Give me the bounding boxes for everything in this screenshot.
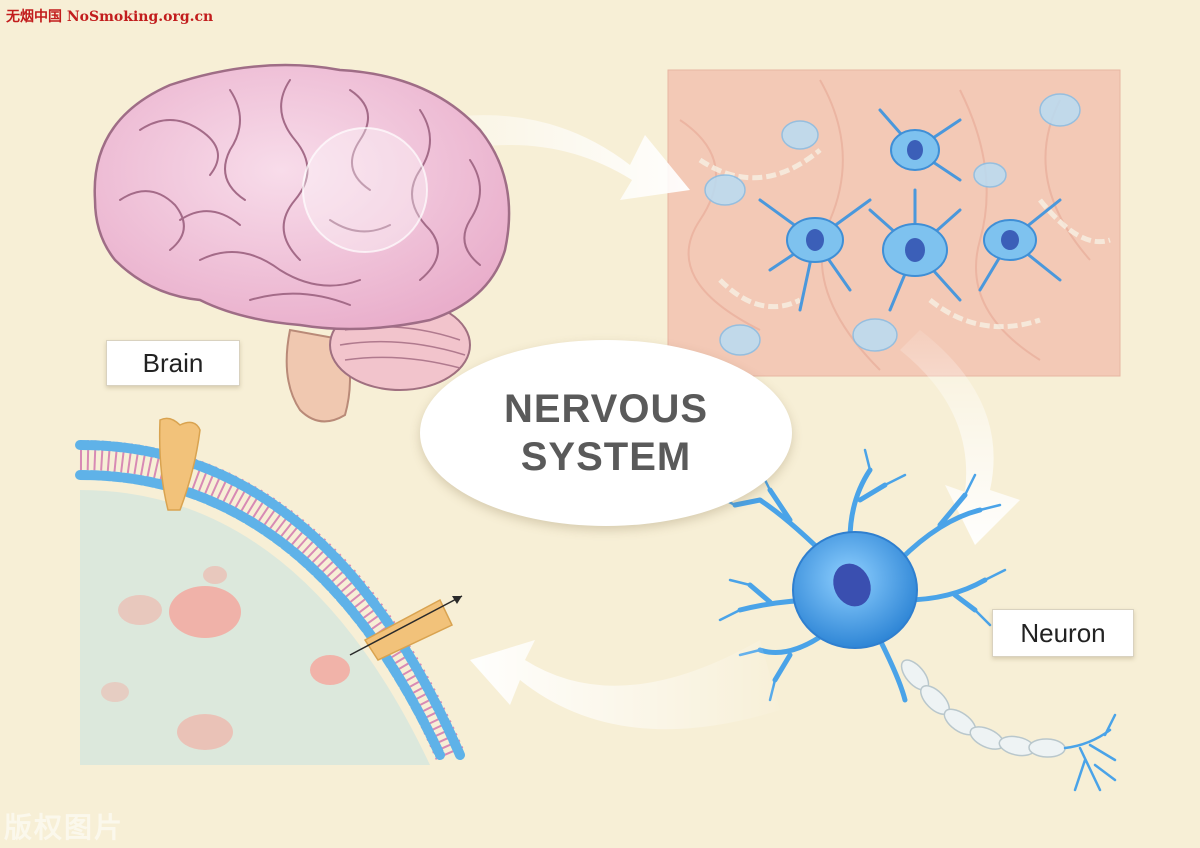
title-line-1: NERVOUS xyxy=(503,387,709,431)
neural-tissue-icon xyxy=(667,69,1121,377)
title-line-2: SYSTEM xyxy=(520,435,692,479)
neuron-icon xyxy=(713,448,1117,792)
watermark-bottom: 版权图片 xyxy=(4,811,125,844)
arrow-neuron-to-membrane xyxy=(470,640,780,730)
neuron-label: Neuron xyxy=(992,609,1134,657)
cell-membrane-icon xyxy=(75,417,465,765)
brain-label: Brain xyxy=(106,340,240,386)
arrow-tissue-to-neuron xyxy=(900,330,1020,545)
title-oval: NERVOUS SYSTEM xyxy=(420,340,792,526)
brain-icon xyxy=(93,63,511,423)
watermark-top: 无烟中国 NoSmoking.org.cn xyxy=(6,9,214,25)
